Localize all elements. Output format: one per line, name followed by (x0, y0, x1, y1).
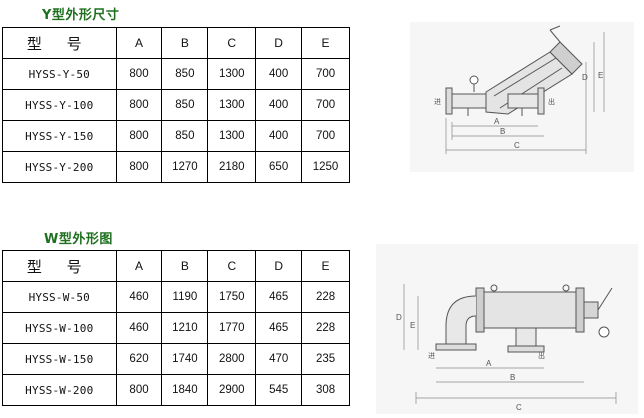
value-cell: 650 (255, 151, 303, 183)
value-cell: 308 (301, 374, 350, 406)
inlet-label: 进 (434, 98, 441, 106)
value-cell: 2800 (207, 343, 257, 375)
column-header-e: E (301, 250, 350, 282)
value-cell: 1270 (161, 151, 209, 183)
w-filter-drawing: A B C D E 进 出 (376, 244, 638, 414)
column-header-model: 型 号 (2, 27, 117, 59)
model-cell: HYSS-W-200 (2, 374, 117, 406)
column-header-c: C (207, 250, 257, 282)
outlet-label: 出 (538, 351, 545, 360)
dimension-label-c: C (516, 403, 522, 412)
column-header-a: A (115, 27, 163, 59)
value-cell: 1250 (301, 151, 350, 183)
outlet-label: 出 (548, 97, 555, 106)
model-cell: HYSS-Y-100 (2, 89, 117, 121)
dimension-label-a: A (494, 117, 500, 126)
value-cell: 800 (115, 374, 163, 406)
column-header-a: A (115, 250, 163, 282)
value-cell: 465 (255, 312, 303, 344)
value-cell: 228 (301, 312, 350, 344)
value-cell: 1300 (207, 58, 257, 90)
value-cell: 2180 (207, 151, 257, 183)
column-header-e: E (301, 27, 350, 59)
value-cell: 1740 (161, 343, 209, 375)
value-cell: 470 (255, 343, 303, 375)
model-cell: HYSS-W-100 (2, 312, 117, 344)
model-cell: HYSS-Y-200 (2, 151, 117, 183)
column-header-d: D (255, 27, 303, 59)
value-cell: 700 (301, 120, 350, 152)
table-header-row: 型 号 A B C D E (2, 250, 350, 282)
table-row: HYSS-Y-50 800 850 1300 400 700 (2, 58, 350, 90)
value-cell: 850 (161, 89, 209, 121)
value-cell: 700 (301, 89, 350, 121)
column-header-model: 型 号 (2, 250, 117, 282)
value-cell: 620 (115, 343, 163, 375)
table-row: HYSS-W-50 460 1190 1750 465 228 (2, 281, 350, 313)
value-cell: 545 (255, 374, 303, 406)
value-cell: 800 (115, 151, 163, 183)
value-cell: 235 (301, 343, 350, 375)
w-dimension-table: 型 号 A B C D E HYSS-W-50 460 1190 1750 46… (2, 250, 350, 406)
dimension-label-c: C (514, 141, 520, 150)
value-cell: 850 (161, 58, 209, 90)
value-cell: 228 (301, 281, 350, 313)
y-section-heading: Y型外形尺寸 (42, 8, 120, 23)
value-cell: 1750 (207, 281, 257, 313)
dimension-label-e: E (410, 321, 415, 330)
value-cell: 850 (161, 120, 209, 152)
w-section-heading: W型外形图 (44, 232, 113, 247)
model-cell: HYSS-Y-150 (2, 120, 117, 152)
column-header-d: D (255, 250, 303, 282)
value-cell: 460 (115, 312, 163, 344)
value-cell: 400 (255, 89, 303, 121)
value-cell: 2900 (207, 374, 257, 406)
y-dimension-table: 型 号 A B C D E HYSS-Y-50 800 850 1300 400… (2, 27, 350, 183)
value-cell: 1770 (207, 312, 257, 344)
y-filter-schematic: A B C D E 进 出 (434, 25, 605, 154)
dimension-label-a: A (486, 359, 492, 368)
column-header-b: B (161, 27, 209, 59)
model-cell: HYSS-W-150 (2, 343, 117, 375)
value-cell: 800 (115, 89, 163, 121)
y-filter-drawing: A B C D E 进 出 (410, 22, 634, 172)
model-cell: HYSS-Y-50 (2, 58, 117, 90)
value-cell: 1840 (161, 374, 209, 406)
dimension-label-d: D (582, 73, 588, 82)
model-cell: HYSS-W-50 (2, 281, 117, 313)
table-row: HYSS-Y-150 800 850 1300 400 700 (2, 120, 350, 152)
dimension-label-d: D (396, 313, 402, 322)
value-cell: 700 (301, 58, 350, 90)
value-cell: 400 (255, 120, 303, 152)
table-row: HYSS-Y-100 800 850 1300 400 700 (2, 89, 350, 121)
value-cell: 1210 (161, 312, 209, 344)
dimension-label-b: B (510, 373, 515, 382)
table-row: HYSS-W-200 800 1840 2900 545 308 (2, 374, 350, 406)
column-header-c: C (207, 27, 257, 59)
value-cell: 1190 (161, 281, 209, 313)
value-cell: 1300 (207, 120, 257, 152)
table-row: HYSS-Y-200 800 1270 2180 650 1250 (2, 151, 350, 183)
value-cell: 465 (255, 281, 303, 313)
value-cell: 800 (115, 120, 163, 152)
column-header-b: B (161, 250, 209, 282)
value-cell: 400 (255, 58, 303, 90)
value-cell: 1300 (207, 89, 257, 121)
value-cell: 800 (115, 58, 163, 90)
table-row: HYSS-W-100 460 1210 1770 465 228 (2, 312, 350, 344)
dimension-label-b: B (500, 127, 505, 136)
table-row: HYSS-W-150 620 1740 2800 470 235 (2, 343, 350, 375)
w-filter-schematic: A B C D E 进 出 (396, 284, 617, 412)
table-header-row: 型 号 A B C D E (2, 27, 350, 59)
value-cell: 460 (115, 281, 163, 313)
dimension-label-e: E (598, 71, 603, 80)
inlet-label: 进 (428, 352, 435, 360)
